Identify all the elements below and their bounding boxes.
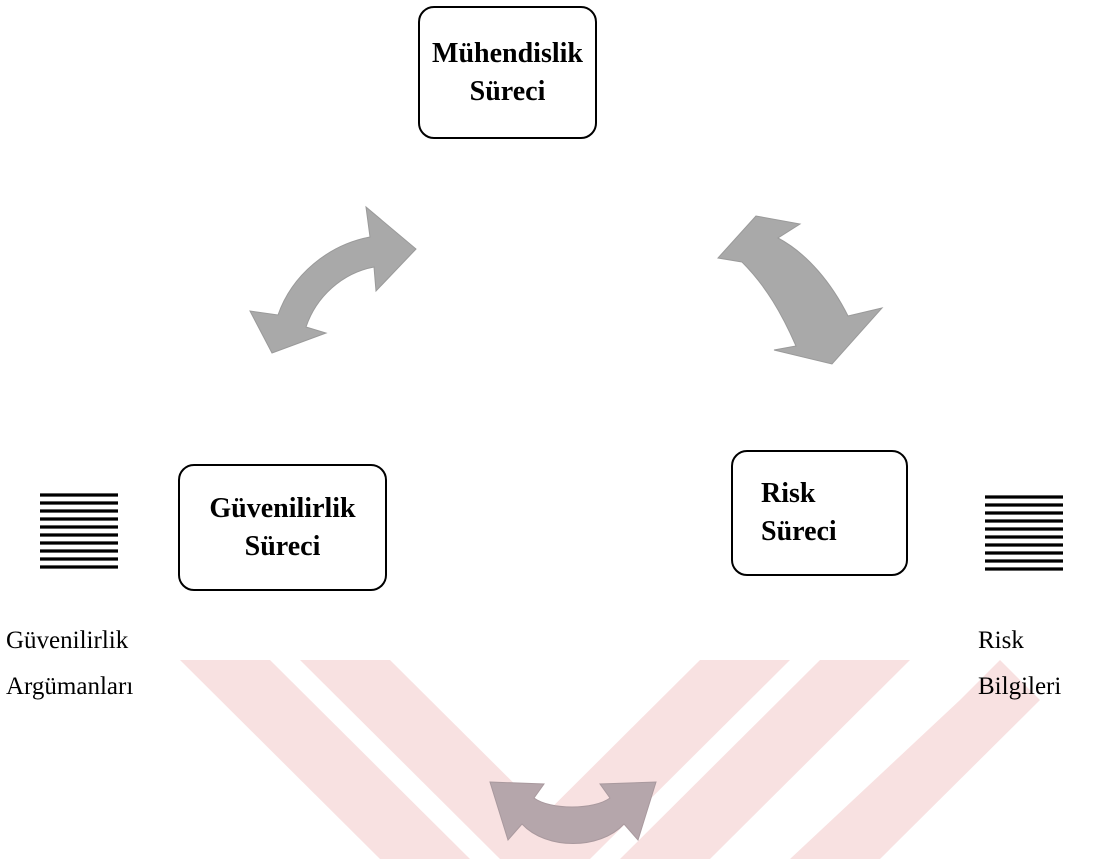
risk-process-line1: Risk xyxy=(761,478,816,509)
engineering-process-line1: Mühendislik xyxy=(432,37,583,69)
reliability-process-line1: Güvenilirlik xyxy=(209,492,356,524)
reliability-arguments-label: Güvenilirlik Argümanları xyxy=(6,618,133,710)
engineering-process-box: Mühendislik Süreci xyxy=(418,6,597,139)
risk-information-line1: Risk xyxy=(978,627,1024,654)
risk-process-line2: Süreci xyxy=(761,516,837,547)
document-lines-icon xyxy=(40,493,118,569)
risk-process-box: Risk Süreci xyxy=(731,450,908,576)
double-curved-arrow-icon xyxy=(489,781,657,844)
risk-information-line2: Bilgileri xyxy=(978,673,1062,700)
reliability-arguments-line2: Argümanları xyxy=(6,673,134,700)
risk-information-label: Risk Bilgileri xyxy=(978,618,1061,710)
document-lines-icon xyxy=(985,495,1063,571)
reliability-process-box: Güvenilirlik Süreci xyxy=(178,464,387,591)
double-curved-arrow-icon xyxy=(249,205,417,354)
engineering-process-line2: Süreci xyxy=(469,75,546,107)
reliability-process-line2: Süreci xyxy=(244,530,321,562)
double-curved-arrow-icon xyxy=(717,215,884,365)
reliability-arguments-line1: Güvenilirlik xyxy=(6,627,129,654)
